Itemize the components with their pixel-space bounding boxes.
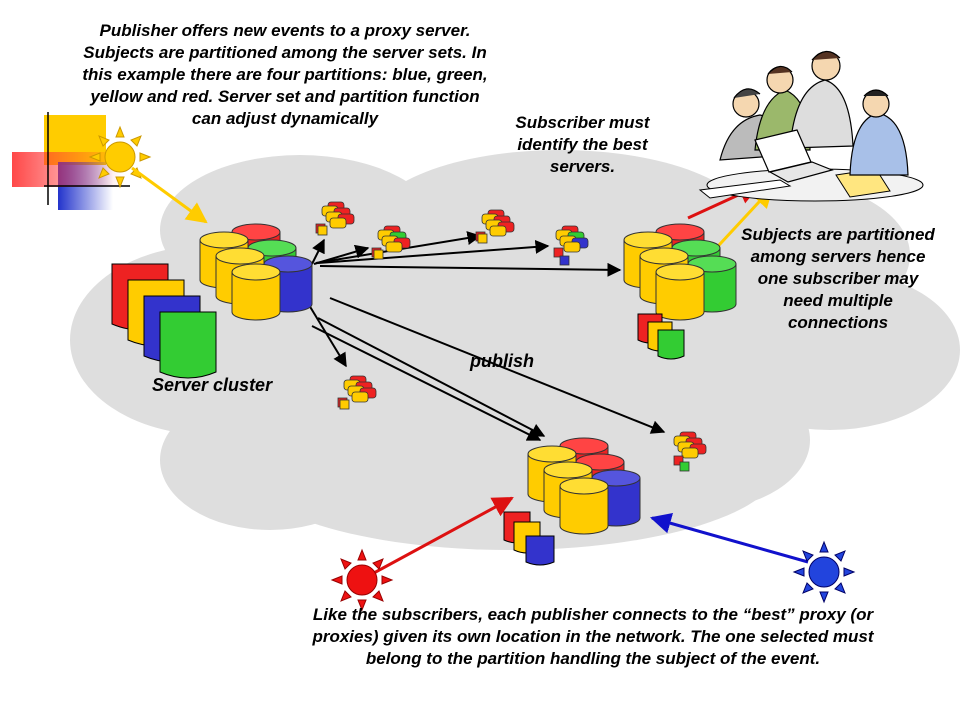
note-subjects-partitioned: Subjects are partitioned among servers h… <box>741 225 935 332</box>
label-publish: publish <box>470 351 534 371</box>
proxy-cluster-5 <box>337 375 377 410</box>
label-server-cluster: Server cluster <box>152 375 273 395</box>
proxy-cluster-1 <box>315 201 355 236</box>
proxy-cluster-3 <box>475 209 515 244</box>
subscribers-group-icon <box>698 50 924 202</box>
blue-publisher-arrow <box>649 513 809 564</box>
red-publisher-arrow <box>371 496 514 576</box>
server-cluster-right <box>623 223 737 360</box>
server-cluster-bottom <box>503 437 641 566</box>
document-stack <box>111 263 217 379</box>
database-stack <box>199 223 313 321</box>
sun-publisher-icon <box>88 125 152 189</box>
note-like-subscribers: Like the subscribers, each publisher con… <box>312 605 874 668</box>
proxy-cluster-6 <box>673 431 707 472</box>
blue-sun-publisher-icon <box>792 540 856 604</box>
note-publisher-offers: Publisher offers new events to a proxy s… <box>82 21 488 128</box>
publish-arrows <box>305 231 666 441</box>
note-subscriber-must: Subscriber must identify the best server… <box>515 113 650 176</box>
proxy-cluster-4 <box>553 225 589 266</box>
proxy-cluster-2 <box>371 225 411 260</box>
server-cluster-left <box>111 223 313 379</box>
red-sun-publisher-icon <box>330 548 394 612</box>
yellow-publisher-arrow <box>131 166 208 224</box>
